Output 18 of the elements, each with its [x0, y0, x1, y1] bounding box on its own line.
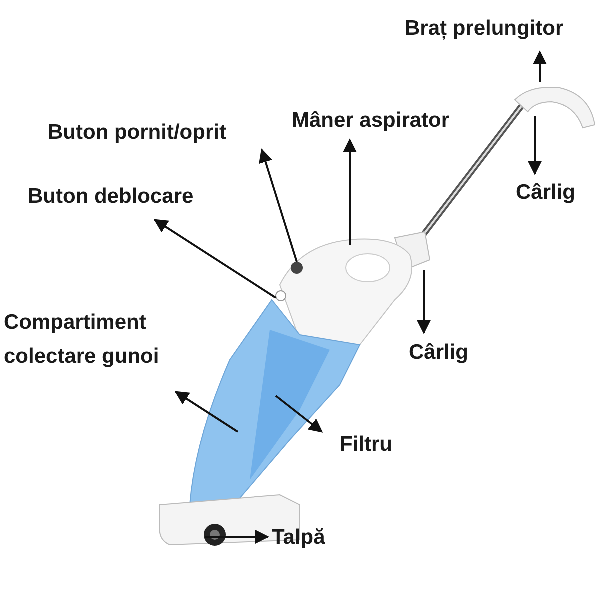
arrow: [259, 148, 298, 262]
part-label: Compartiment colectare gunoi: [4, 306, 194, 374]
part-label: Filtru: [340, 428, 410, 462]
part-label: Buton pornit/oprit: [48, 116, 268, 150]
arrow: [205, 530, 270, 544]
part-label: Cârlig: [516, 176, 596, 210]
part-label: Mâner aspirator: [292, 104, 492, 138]
part-label: Talpă: [272, 521, 342, 555]
part-label: Braț prelungitor: [405, 12, 600, 46]
arrow: [533, 50, 547, 82]
arrow: [528, 116, 542, 176]
arrow: [417, 270, 431, 334]
part-label: Buton deblocare: [28, 180, 233, 214]
arrow: [174, 391, 239, 433]
part-label: Cârlig: [409, 336, 489, 370]
arrow: [154, 219, 277, 299]
arrow: [343, 138, 357, 245]
arrow: [275, 395, 324, 433]
